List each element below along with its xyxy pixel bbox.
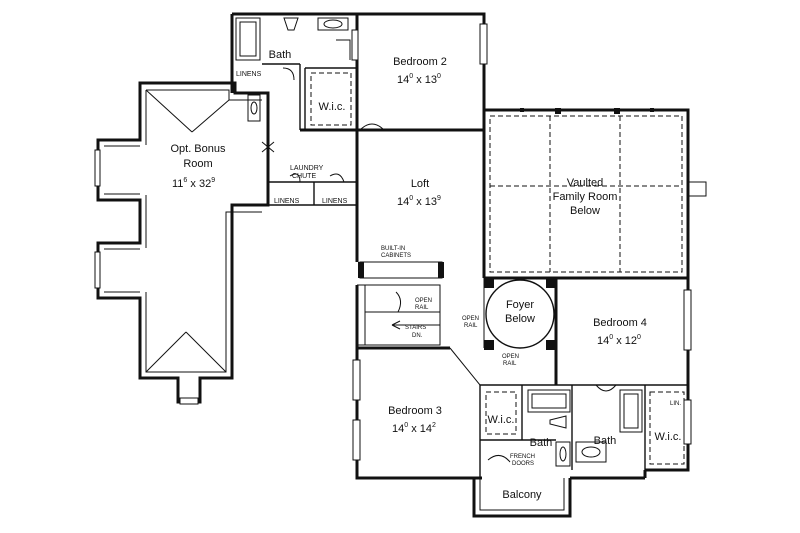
bedroom4-dims: 140 x 120: [597, 334, 641, 347]
foyer-line1: Foyer: [506, 299, 534, 311]
loft-walls: [355, 110, 486, 279]
family-room-line2: Family Room: [553, 191, 618, 203]
open-rail-bottom-1: OPEN: [502, 354, 519, 360]
top-bath-block: [230, 12, 359, 132]
laundry-label-2: CHUTE: [292, 173, 316, 180]
stair-open-rail-1: OPEN: [415, 298, 432, 304]
bonus-room-dims: 116 x 329: [172, 177, 215, 190]
bedroom2-name: Bedroom 2: [393, 56, 447, 68]
linens-b-label: LINENS: [322, 198, 348, 205]
bonus-room-name-2: Room: [183, 158, 212, 170]
builtin-label-1: BUILT-IN: [381, 246, 405, 252]
french-doors-1: FRENCH: [510, 454, 535, 460]
family-room-line1: Vaulted: [567, 177, 604, 189]
linens-a-label: LINENS: [274, 198, 300, 205]
stairs-label-2: DN.: [412, 333, 423, 339]
bedroom4-bath-name: Bath: [594, 435, 617, 447]
stair-open-rail-2: RAIL: [415, 305, 429, 311]
french-doors-2: DOORS: [512, 461, 534, 467]
open-rail-left-1: OPEN: [462, 316, 479, 322]
foyer-line2: Below: [505, 313, 535, 325]
balcony-walls: [472, 470, 647, 518]
bedroom3-dims: 140 x 142: [392, 422, 436, 435]
bedroom4-wic-name: W.i.c.: [655, 431, 682, 443]
bedroom4-bath-wic: [575, 385, 692, 470]
balcony-name: Balcony: [502, 489, 542, 501]
builtin-label-2: CABINETS: [381, 253, 411, 259]
bonus-room-name-1: Opt. Bonus: [170, 143, 226, 155]
linens-top-label: LINENS: [236, 71, 262, 78]
loft-dims: 140 x 139: [397, 195, 441, 208]
bedroom3-wic-name: W.i.c.: [488, 414, 515, 426]
bedroom3-bath-name: Bath: [530, 437, 553, 449]
bedroom3-name: Bedroom 3: [388, 405, 442, 417]
bonus-room-walls: [94, 81, 270, 405]
bedroom3-bath-wic: [480, 385, 573, 470]
open-rail-left-2: RAIL: [464, 323, 478, 329]
top-wic-name: W.i.c.: [319, 101, 346, 113]
bedroom3-walls: [352, 346, 556, 480]
laundry-label-1: LAUNDRY: [290, 165, 324, 172]
family-room-line3: Below: [570, 205, 600, 217]
top-bath-name: Bath: [269, 49, 292, 61]
open-rail-bottom-2: RAIL: [503, 361, 517, 367]
bedroom4-walls: [554, 276, 692, 472]
stairs-label-1: STAIRS: [405, 325, 426, 331]
bedroom4-name: Bedroom 4: [593, 317, 647, 329]
bedroom2-walls: [357, 12, 488, 132]
loft-name: Loft: [411, 178, 429, 190]
stairs-foyer: [355, 278, 556, 386]
laundry-linens-block: [261, 141, 357, 206]
lin-label: LIN.: [670, 401, 681, 407]
bedroom2-dims: 140 x 130: [397, 73, 441, 86]
